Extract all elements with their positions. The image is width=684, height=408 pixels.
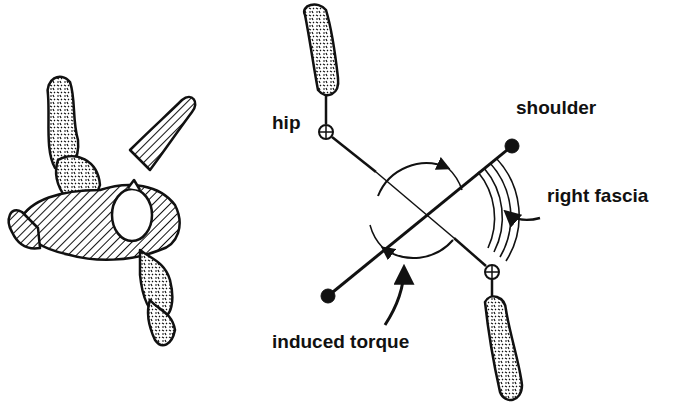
part-label: right fascia <box>547 186 648 205</box>
skydiver-figure <box>9 77 195 346</box>
part-label: shoulder <box>516 98 596 117</box>
part-label: hip <box>272 113 301 132</box>
part-label: induced torque <box>272 332 409 351</box>
